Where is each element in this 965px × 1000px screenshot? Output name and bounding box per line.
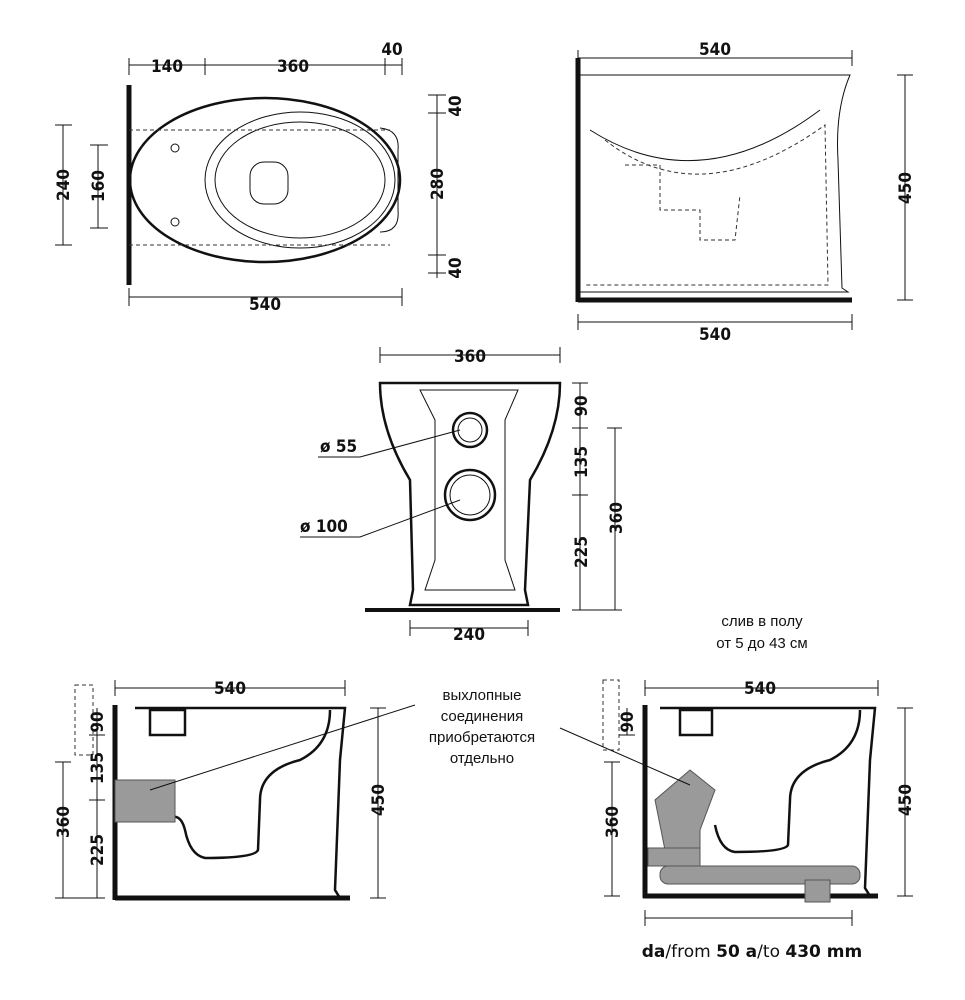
dim-240: 240 — [453, 625, 485, 645]
dim-360-height: 360 — [607, 502, 627, 534]
label-dia-100: ø 100 — [300, 517, 348, 537]
label-dia-55: ø 55 — [320, 437, 357, 457]
bowl-outline — [128, 96, 402, 264]
dim-135: 135 — [572, 446, 592, 478]
dim-450: 450 — [896, 784, 916, 816]
caption-line-1: слив в полу — [721, 613, 803, 630]
dim-135: 135 — [88, 752, 108, 784]
dim-160: 160 — [89, 170, 109, 202]
dim-540-bottom: 540 — [699, 325, 731, 345]
dim-540-top: 540 — [699, 40, 731, 60]
dim-540: 540 — [744, 679, 776, 699]
dim-225: 225 — [88, 834, 108, 866]
drain-range-label: da/from 50 a/to 430 mm — [642, 942, 862, 962]
dim-40-right-bottom: 40 — [446, 257, 466, 278]
dim-450: 450 — [896, 172, 916, 204]
dim-225: 225 — [572, 536, 592, 568]
dim-40-right-top: 40 — [446, 95, 466, 116]
dim-90: 90 — [572, 395, 592, 416]
dim-360: 360 — [277, 57, 309, 77]
dim-360: 360 — [54, 806, 74, 838]
caption-line-2: от 5 до 43 см — [716, 635, 808, 652]
floor-drain-section: слив в полу от 5 до 43 см 540 90 360 450… — [559, 613, 916, 962]
wall-drain-section: 540 90 135 225 360 450 — [54, 679, 416, 901]
dim-450: 450 — [369, 784, 389, 816]
svg-text:приобретаются: приобретаются — [429, 729, 535, 746]
side-view: 540 450 540 — [575, 40, 916, 345]
separate-fittings-note: выхлопные соединения приобретаются отдел… — [429, 687, 535, 767]
svg-text:отдельно: отдельно — [450, 750, 514, 767]
dim-40-top: 40 — [381, 40, 402, 60]
dim-240: 240 — [54, 169, 74, 201]
dim-360-width: 360 — [454, 347, 486, 367]
dim-280: 280 — [428, 168, 448, 200]
rear-view: 360 90 135 225 360 240 ø 55 ø 100 — [300, 347, 627, 645]
svg-text:выхлопные: выхлопные — [442, 687, 521, 704]
dim-90: 90 — [88, 711, 108, 732]
dim-140: 140 — [151, 57, 183, 77]
dim-540-bottom: 540 — [249, 295, 281, 315]
dim-90: 90 — [618, 711, 638, 732]
dim-540: 540 — [214, 679, 246, 699]
svg-text:соединения: соединения — [441, 708, 524, 725]
top-view: 140 360 40 240 160 40 280 40 540 — [54, 40, 466, 315]
dim-360: 360 — [603, 806, 623, 838]
